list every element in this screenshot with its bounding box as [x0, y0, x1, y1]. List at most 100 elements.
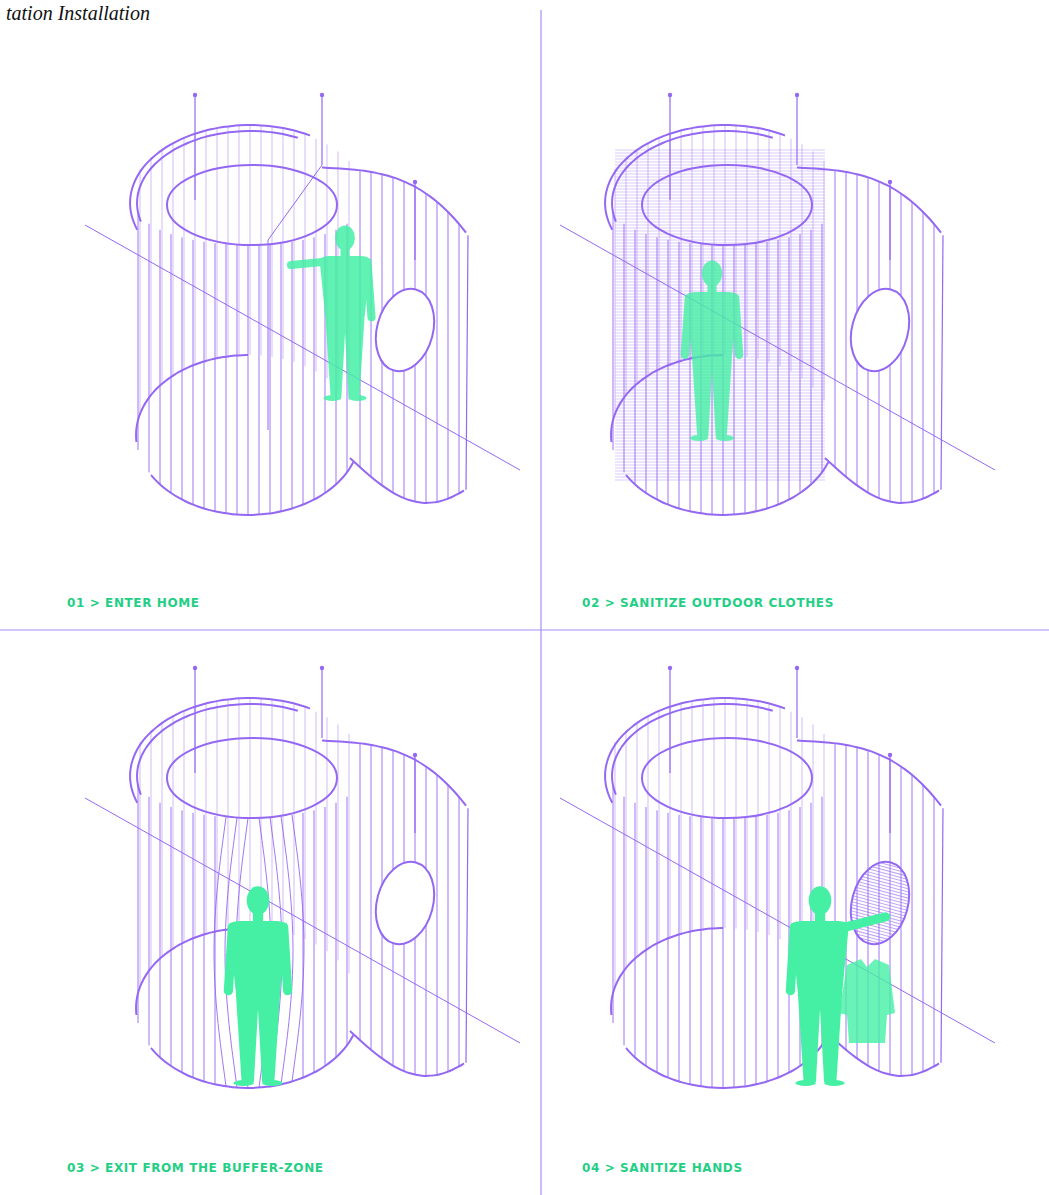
curtain-back-line: [184, 137, 185, 369]
lobe-top: [322, 741, 466, 806]
lobe-edge: [466, 808, 468, 1063]
lobe-base: [350, 1031, 464, 1076]
curtain-back-line: [305, 707, 306, 939]
sanitize-mist: [615, 207, 825, 208]
curtain-front-line: [347, 797, 348, 1046]
person-torso: [686, 292, 738, 353]
curtain-installation: [85, 666, 520, 1088]
curtain-front-line: [822, 224, 823, 473]
sanitize-mist: [615, 252, 825, 253]
curtain-front-line: [182, 810, 183, 1072]
curtain-lobe-line: [923, 212, 924, 499]
curtain-back-line: [184, 710, 185, 942]
curtain-front-line: [237, 245, 238, 515]
sanitize-mist: [615, 156, 825, 157]
sanitize-mist: [615, 465, 825, 466]
lobe-top: [797, 168, 941, 233]
curtain-front-line: [314, 810, 315, 1072]
base-curve: [136, 928, 248, 1015]
curtain-back-line: [637, 722, 638, 957]
curtain-front-line: [226, 244, 227, 513]
sanitize-mist: [615, 171, 825, 172]
curtain-front-line: [745, 244, 746, 513]
curtain-back-line: [349, 734, 350, 974]
curtain-front-line: [182, 237, 183, 499]
curtain-front-line: [138, 213, 139, 451]
curtain-back-line: [780, 707, 781, 939]
curtain-front-line: [160, 230, 161, 485]
curtain-front-line: [303, 813, 304, 1078]
curtain-back-line: [659, 137, 660, 369]
person-figure: [291, 225, 372, 401]
curtain-back-line: [206, 703, 207, 934]
curtain-lobe-line: [437, 202, 438, 502]
hanging-rod: [796, 668, 797, 738]
sanitize-mist: [615, 213, 825, 214]
curtain-front-line: [270, 244, 271, 513]
person-legs: [797, 987, 842, 1082]
sanitizer-oval: [367, 855, 443, 951]
curtain-lobe-line: [459, 797, 460, 1067]
curtain-front-line: [767, 242, 768, 509]
person-foot: [262, 1080, 283, 1086]
curtain-front-line: [690, 243, 691, 511]
person-arm: [368, 262, 372, 317]
sanitize-mist: [615, 186, 825, 187]
person-torso: [320, 256, 370, 315]
curtain-front-line: [646, 234, 647, 493]
person-figure: [228, 886, 287, 1086]
inner-ring: [167, 738, 337, 818]
sanitize-mist: [615, 234, 825, 235]
curtain-back-line: [692, 701, 693, 931]
step-label: 03 > EXIT FROM THE BUFFER-ZONE: [64, 1160, 327, 1176]
person-legs: [325, 313, 365, 397]
curtain-front-line: [193, 813, 194, 1078]
curtain-lobe-line: [437, 775, 438, 1075]
curtain-back-line: [162, 722, 163, 957]
curtain-back-line: [626, 730, 627, 968]
sanitize-mist: [615, 228, 825, 229]
curtain-front-line: [138, 786, 139, 1024]
inner-ring: [642, 165, 812, 245]
curtain-front-line: [657, 810, 658, 1072]
person-torso: [229, 921, 286, 989]
curtain-front-line: [734, 818, 735, 1088]
rod-anchor: [668, 93, 672, 97]
rod-anchor: [320, 666, 324, 670]
curtain-installation: [85, 93, 520, 515]
curtain-front-line: [259, 245, 260, 515]
sanitize-mist: [615, 477, 825, 478]
curtain-lobe-line: [371, 745, 372, 1050]
curtain-back-line: [824, 161, 825, 401]
curtain-front-line: [281, 243, 282, 511]
sanitize-mist: [615, 258, 825, 259]
curtain-front-line: [336, 803, 337, 1058]
curtain-front-line: [679, 815, 680, 1082]
curtain-front-line: [756, 243, 757, 511]
curtain-back-line: [725, 698, 726, 928]
curtain-back-line: [780, 134, 781, 366]
curtain-front-line: [690, 816, 691, 1084]
curtain-front-line: [225, 818, 237, 1088]
curtain-rail: [612, 704, 773, 795]
sanitize-mist: [615, 222, 825, 223]
person-legs: [692, 351, 733, 437]
curtain-lobe-line: [912, 775, 913, 1075]
curtain-back-line: [791, 712, 792, 945]
sanitize-mist: [615, 288, 825, 289]
curtain-front-line: [613, 786, 614, 1024]
person-foot: [323, 395, 341, 401]
curtain-front-line: [800, 234, 801, 493]
sanitize-mist: [615, 198, 825, 199]
step-label: 01 > ENTER HOME: [64, 595, 203, 611]
curtain-front-line: [734, 245, 735, 515]
curtain-back-line: [173, 142, 174, 375]
step-label: 02 > SANITIZE OUTDOOR CLOTHES: [579, 595, 837, 611]
curtain-lobe-line: [934, 224, 935, 494]
curtain-back-line: [250, 125, 251, 355]
curtain-front-line: [149, 224, 150, 473]
door-line: [268, 240, 269, 430]
sanitize-mist: [615, 204, 825, 205]
door-line: [268, 165, 322, 240]
curtain-back-line: [162, 149, 163, 384]
